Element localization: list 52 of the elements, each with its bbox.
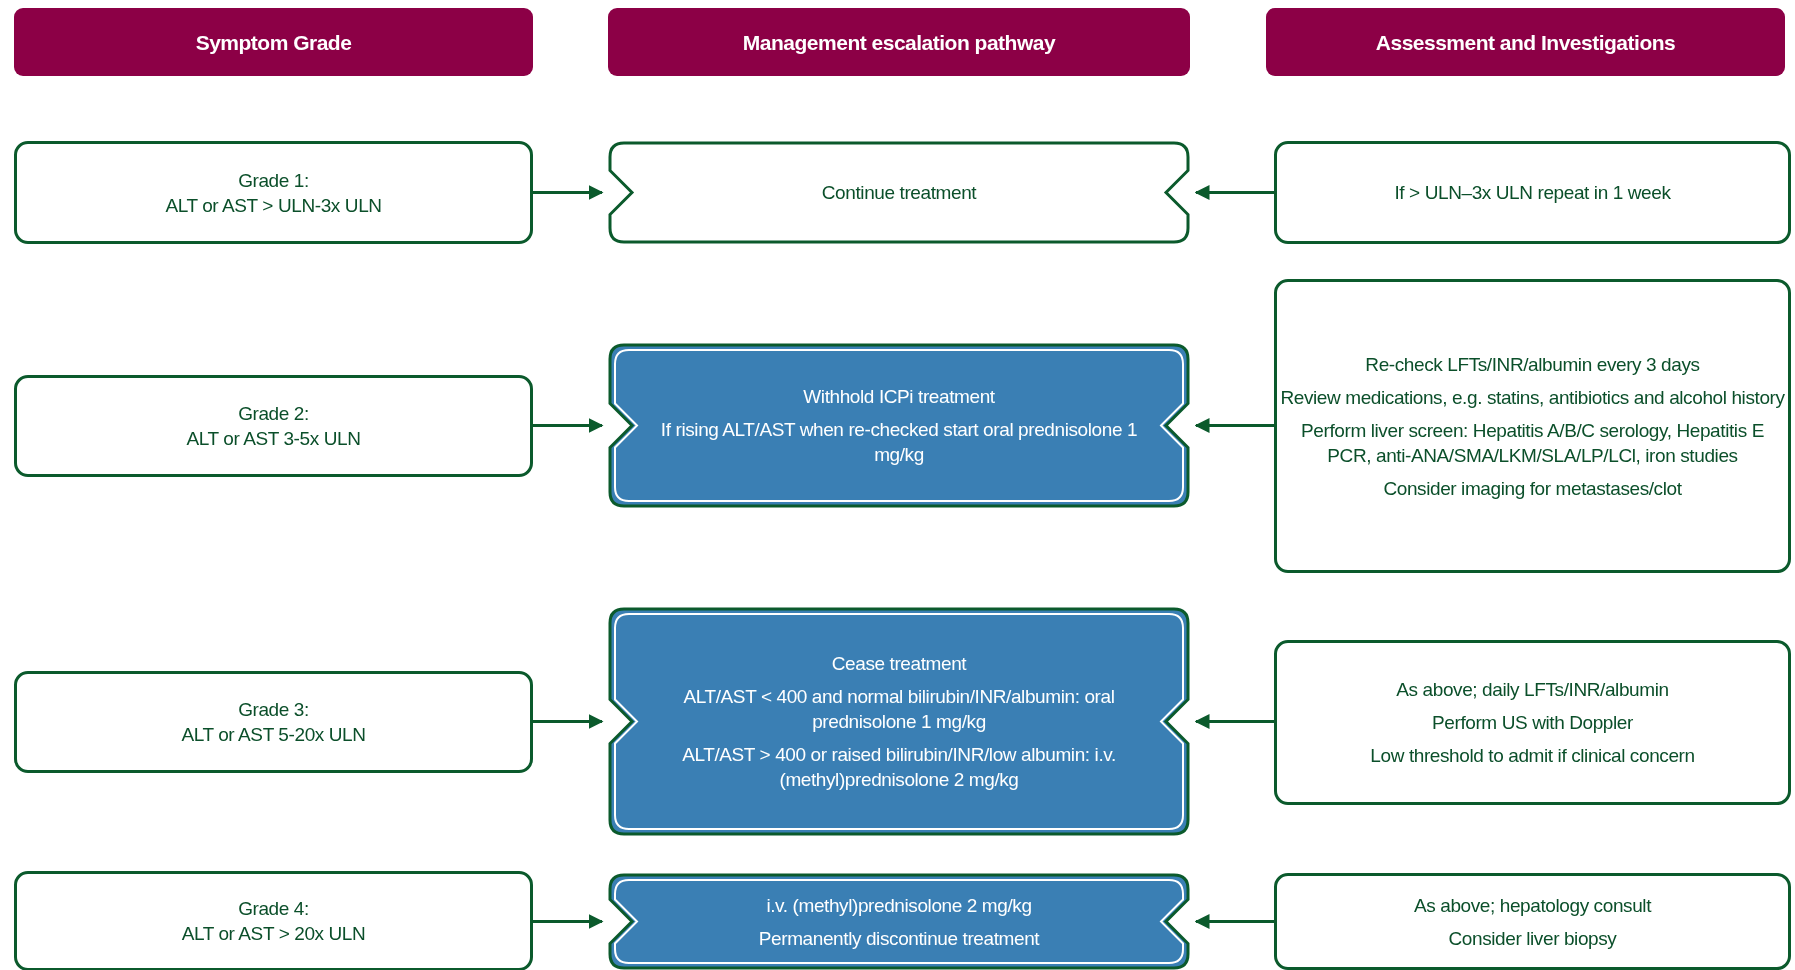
process-box (1274, 279, 1791, 573)
process-box (1274, 873, 1791, 970)
node-text: Perform liver screen: Hepatitis A/B/C serology, Hepatitis E PCR, anti-ANA/SMA/LKM/SLA/LP/LCl, iron studies (1300, 418, 1765, 468)
node-text: Consider liver biopsy (1448, 926, 1617, 951)
node-text: If rising ALT/AST when re-checked start oral prednisolone 1 mg/kg (659, 418, 1139, 467)
node-text: i.v. (methyl)prednisolone 2 mg/kg (766, 893, 1032, 918)
header-text: Management escalation pathway (742, 29, 1056, 55)
node-text: As above; hepatology consult (1414, 893, 1651, 918)
node-text: Re-check LFTs/INR/albumin every 3 days (1365, 352, 1700, 377)
node-text: Permanently discontinue treatment (758, 926, 1040, 951)
process-box (1274, 640, 1791, 805)
node-text: ALT/AST < 400 and normal bilirubin/INR/albumin: oral prednisolone 1 mg/kg (682, 685, 1116, 734)
column-header (1266, 8, 1785, 76)
node-text: Review medications, e.g. statins, antibiotics and alcohol history (1280, 385, 1785, 410)
arrow (533, 714, 604, 729)
arrow (1194, 418, 1274, 433)
process-box (14, 375, 533, 477)
column-header (14, 8, 533, 76)
notched-box (608, 607, 1190, 836)
node-text: ALT or AST > 20x ULN (181, 922, 366, 946)
node-text: ALT or AST 3-5x ULN (186, 427, 361, 451)
node-text: Cease treatment (831, 652, 967, 676)
process-box (1274, 141, 1791, 244)
node-text: Grade 1: (238, 168, 309, 193)
process-box (14, 141, 533, 244)
node-text: Continue treatment (821, 181, 977, 205)
node-text: Grade 3: (238, 698, 309, 722)
node-text: ALT or AST > ULN-3x ULN (165, 193, 382, 218)
node-text: Consider imaging for metastases/clot (1383, 476, 1682, 501)
header-text: Assessment and Investigations (1375, 29, 1676, 55)
node-text: If > ULN–3x ULN repeat in 1 week (1394, 181, 1671, 205)
node-text: Grade 2: (238, 402, 309, 426)
process-box (14, 671, 533, 773)
arrow (533, 418, 604, 433)
node-text: ALT/AST > 400 or raised bilirubin/INR/low albumin: i.v. (methyl)prednisolone 2 mg/kg (681, 743, 1117, 792)
header-text: Symptom Grade (195, 29, 352, 55)
process-box (14, 871, 533, 970)
notched-box (608, 141, 1190, 244)
node-text: Grade 4: (238, 897, 309, 921)
node-text: Low threshold to admit if clinical concern (1370, 744, 1695, 768)
arrow (1194, 714, 1274, 729)
node-text: As above; daily LFTs/INR/albumin (1396, 678, 1669, 702)
column-header (608, 8, 1190, 76)
arrow (533, 914, 604, 929)
node-text: Withhold ICPi treatment (803, 385, 995, 409)
arrow (1194, 914, 1274, 929)
arrow (1194, 185, 1274, 200)
node-text: Perform US with Doppler (1432, 711, 1633, 735)
notched-box (608, 873, 1190, 970)
arrow (533, 185, 604, 200)
node-text: ALT or AST 5-20x ULN (181, 723, 366, 747)
notched-box (608, 343, 1190, 508)
